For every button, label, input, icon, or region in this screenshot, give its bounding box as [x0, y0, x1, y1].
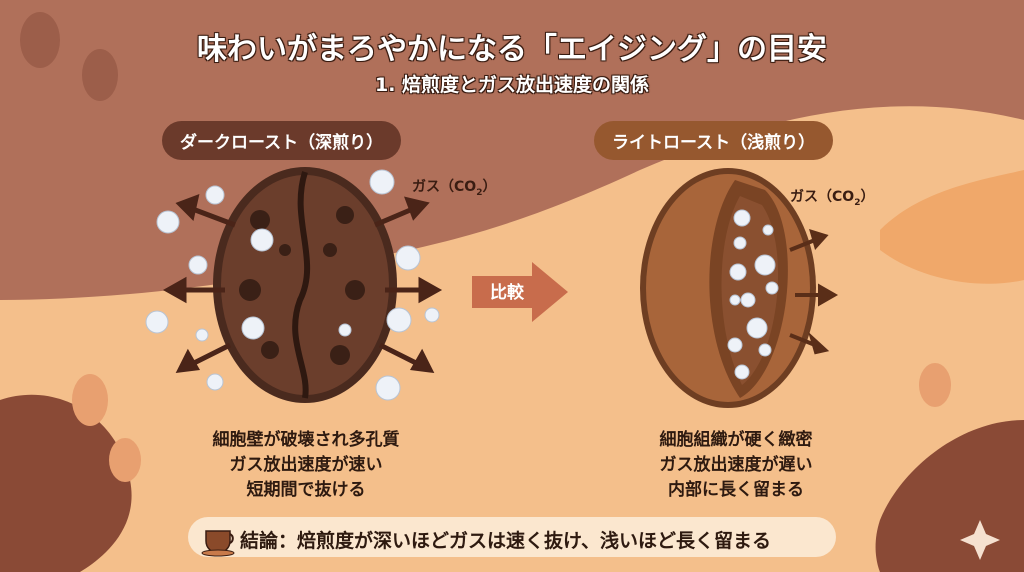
corner-blob-right	[875, 420, 1024, 572]
gas-text: ガス（CO	[412, 179, 477, 195]
dark-gas-label: ガス（CO2）	[412, 176, 496, 198]
gas-bubbles-light	[727, 209, 779, 380]
bean-deco-icon	[82, 49, 118, 101]
cup-deco-icon	[880, 170, 1024, 284]
gas-close: ）	[860, 189, 875, 205]
gas-subscript: 2	[854, 197, 861, 208]
sparkle-icon	[960, 520, 1000, 560]
gas-arrows-light	[789, 229, 839, 355]
gas-subscript: 2	[476, 187, 483, 198]
coffee-cup-icon	[201, 530, 235, 557]
dark-roast-label: ダークロースト（深煎り）	[162, 121, 402, 160]
compare-arrow-icon	[472, 262, 568, 322]
bean-deco-icon	[20, 12, 60, 68]
gas-arrows-dark	[162, 194, 443, 374]
bean-deco-icon	[919, 363, 951, 407]
dark-roast-description: 細胞壁が破壊され多孔質 ガス放出速度が速い 短期間で抜ける	[176, 428, 436, 503]
desc-line: ガス放出速度が速い	[229, 455, 383, 475]
desc-line: ガス放出速度が遅い	[659, 455, 813, 475]
desc-line: 細胞壁が破壊され多孔質	[212, 430, 400, 450]
page-title: 味わいがまろやかになる「エイジング」の目安	[197, 32, 827, 67]
gas-bubbles-dark	[145, 169, 440, 401]
desc-line: 内部に長く留まる	[668, 480, 804, 500]
dark-roast-bean	[213, 167, 397, 403]
corner-blob-left	[0, 394, 132, 572]
light-roast-label: ライトロースト（浅煎り）	[594, 121, 834, 160]
desc-line: 短期間で抜ける	[246, 480, 366, 500]
light-gas-label: ガス（CO2）	[790, 186, 874, 208]
page-subtitle: 1. 焙煎度とガス放出速度の関係	[374, 74, 650, 96]
compare-label: 比較	[490, 283, 524, 303]
gas-text: ガス（CO	[790, 189, 855, 205]
bean-deco-icon	[72, 374, 108, 426]
light-roast-description: 細胞組織が硬く緻密 ガス放出速度が遅い 内部に長く留まる	[606, 428, 866, 503]
conclusion-text: 結論：焙煎度が深いほどガスは速く抜け、浅いほど長く留まる	[240, 530, 772, 552]
bean-deco-icon	[109, 438, 141, 482]
conclusion-banner: 結論：焙煎度が深いほどガスは速く抜け、浅いほど長く留まる	[188, 517, 836, 557]
desc-line: 細胞組織が硬く緻密	[659, 430, 813, 450]
gas-close: ）	[482, 179, 497, 195]
